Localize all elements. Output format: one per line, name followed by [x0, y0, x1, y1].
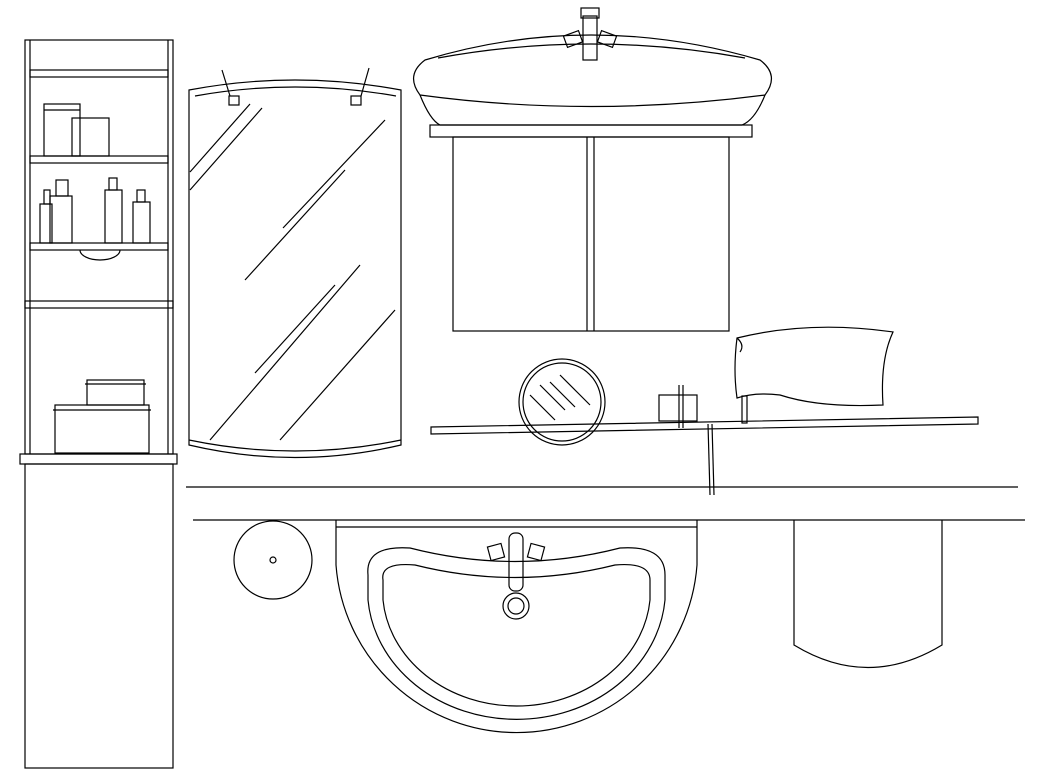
round-mirror [518, 358, 606, 446]
cabinet-plan [793, 520, 943, 668]
towel [734, 326, 894, 407]
box [71, 117, 110, 157]
sink-plan [335, 520, 698, 734]
box [43, 103, 81, 157]
soap-dish [658, 394, 698, 422]
wall-mirror [188, 67, 402, 459]
glass-shelf [430, 326, 979, 496]
waste-bin-plan [233, 520, 313, 600]
box [54, 404, 150, 454]
sink-elevation [413, 7, 772, 332]
shelf-unit [19, 39, 178, 769]
